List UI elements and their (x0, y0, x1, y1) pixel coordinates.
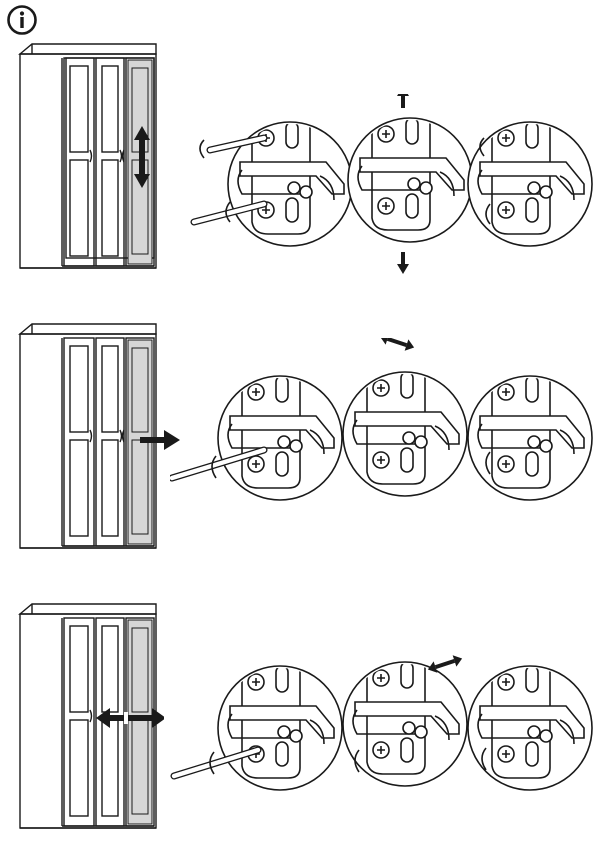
hinge-detail-row (170, 338, 593, 501)
step-depth-adjustment (0, 320, 609, 560)
hinge-detail-loosen (170, 375, 343, 501)
hinge-detail-turn-1 (170, 665, 343, 791)
hinge-detail-turn-3 (467, 665, 593, 791)
hinge-detail-tighten (467, 375, 593, 501)
hinge-detail-row (190, 94, 593, 274)
rotate-arrow-icon (354, 749, 360, 773)
left-right-double-arrow-icon (427, 655, 463, 673)
screwdriver-icon (170, 446, 268, 482)
right-arrow-icon (140, 430, 180, 450)
rotate-arrow-icon (485, 203, 491, 225)
vertical-double-arrow-icon (134, 126, 150, 188)
rotate-arrow-icon (481, 747, 487, 771)
rotate-arrow-icon (479, 137, 485, 157)
step-side-adjustment (0, 600, 609, 840)
hinge-detail-move (347, 94, 473, 274)
hinge-detail-move (342, 338, 468, 497)
left-right-double-arrow-icon (379, 338, 415, 351)
hinge-detail-row (170, 655, 593, 791)
screwdriver-icon (170, 746, 262, 780)
left-right-double-arrow-icon (96, 708, 164, 728)
hinge-detail-turn-2 (342, 655, 468, 787)
wardrobe-illustration (18, 43, 157, 269)
hinge-detail-loosen (190, 121, 353, 247)
hinge-detail-tighten (467, 121, 593, 247)
info-icon (7, 5, 37, 35)
screwdriver-icon (199, 134, 268, 159)
step-height-adjustment (0, 40, 609, 280)
rotate-arrow-icon (485, 451, 491, 475)
wardrobe-illustration (18, 603, 164, 829)
screwdriver-icon (190, 200, 268, 226)
vertical-double-arrow-icon (397, 94, 409, 274)
